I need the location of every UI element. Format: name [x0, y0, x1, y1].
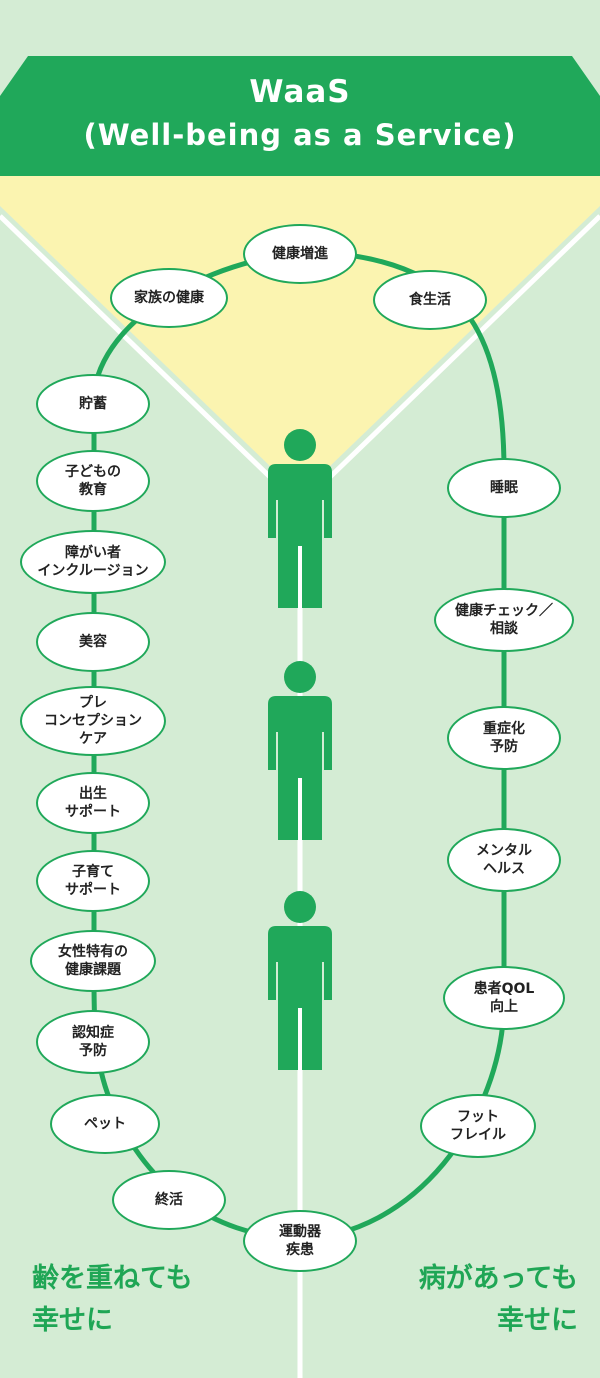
right-white-diagonal	[298, 214, 600, 508]
caption-left-line1: 齢を重ねても	[32, 1263, 193, 1294]
node-label: 家族の健康	[134, 290, 204, 306]
caption-left-line2: 幸せに	[32, 1305, 113, 1336]
node-label: ペット	[84, 1116, 126, 1132]
node-mental-health: メンタル ヘルス	[447, 828, 561, 892]
node-health-promotion: 健康増進	[243, 224, 357, 284]
node-label: 睡眠	[490, 480, 518, 496]
node-label: 子育て サポート	[65, 864, 121, 898]
node-preconception-care: プレ コンセプション ケア	[20, 686, 166, 756]
person-icon	[268, 891, 332, 1070]
yellow-highlight-wedge	[0, 176, 600, 495]
node-label: 美容	[79, 634, 107, 650]
person-icon	[268, 661, 332, 840]
node-child-education: 子どもの 教育	[36, 450, 150, 512]
node-label: 運動器 疾患	[279, 1224, 321, 1258]
node-pet: ペット	[50, 1094, 160, 1154]
node-womens-health: 女性特有の 健康課題	[30, 930, 156, 992]
node-label: 食生活	[409, 292, 451, 308]
caption-right-line1: 病があっても	[418, 1263, 578, 1294]
node-label: 終活	[155, 1192, 183, 1208]
node-patient-qol: 患者QOL 向上	[443, 966, 565, 1030]
node-diet: 食生活	[373, 270, 487, 330]
title-banner: WaaS (Well-being as a Service)	[0, 56, 600, 176]
node-label: 女性特有の 健康課題	[58, 944, 128, 978]
node-label: 患者QOL 向上	[473, 981, 535, 1015]
node-label: 重症化 予防	[483, 721, 525, 755]
node-label: フット フレイル	[450, 1109, 506, 1143]
node-severity-prevention: 重症化 予防	[447, 706, 561, 770]
node-locomotor-disease: 運動器 疾患	[243, 1210, 357, 1272]
node-label: 出生 サポート	[65, 786, 121, 820]
node-sleep: 睡眠	[447, 458, 561, 518]
node-label: 健康チェック／ 相談	[455, 603, 553, 637]
node-label: メンタル ヘルス	[476, 843, 532, 877]
node-health-check: 健康チェック／ 相談	[434, 588, 574, 652]
node-label: プレ コンセプション ケア	[44, 695, 142, 747]
caption-right: 病があっても 幸せに	[408, 1258, 578, 1342]
header-banner	[0, 56, 600, 176]
left-white-diagonal	[0, 214, 302, 508]
node-dementia-prevention: 認知症 予防	[36, 1010, 150, 1074]
caption-left: 齢を重ねても 幸せに	[32, 1258, 193, 1342]
title: WaaS	[249, 74, 351, 110]
node-label: 健康増進	[272, 246, 328, 262]
node-birth-support: 出生 サポート	[36, 772, 150, 834]
node-family-health: 家族の健康	[110, 268, 228, 328]
node-savings: 貯蓄	[36, 374, 150, 434]
node-end-of-life: 終活	[112, 1170, 226, 1230]
node-childcare-support: 子育て サポート	[36, 850, 150, 912]
person-icon	[268, 429, 332, 608]
caption-right-line2: 幸せに	[497, 1305, 578, 1336]
node-label: 障がい者 インクルージョン	[37, 545, 149, 579]
node-label: 認知症 予防	[72, 1025, 114, 1059]
node-label: 貯蓄	[79, 396, 107, 412]
node-beauty: 美容	[36, 612, 150, 672]
node-label: 子どもの 教育	[65, 464, 121, 498]
node-disability-inclusion: 障がい者 インクルージョン	[20, 530, 166, 594]
node-foot-frailty: フット フレイル	[420, 1094, 536, 1158]
subtitle: (Well-being as a Service)	[83, 118, 517, 152]
